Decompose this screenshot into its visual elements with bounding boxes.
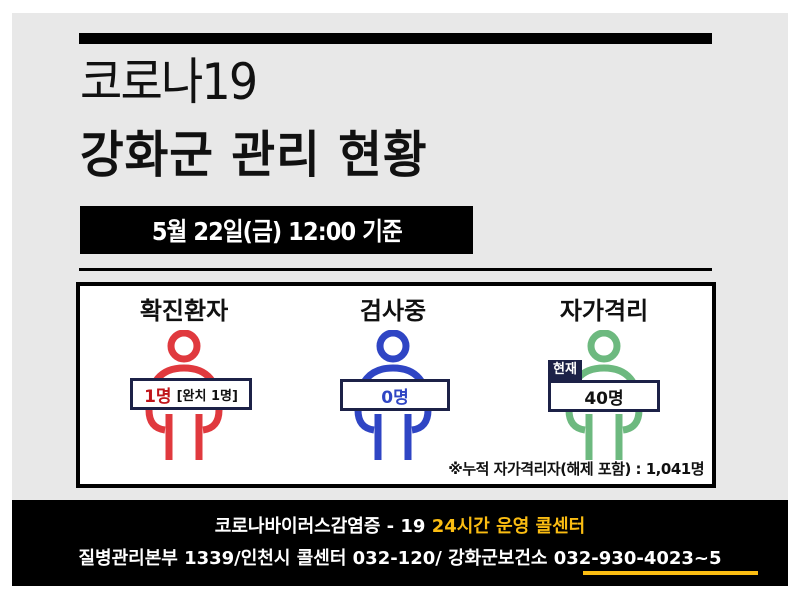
value-sign: 0명 [340,379,450,411]
footer-phone: 032-930-4023~5 [553,548,722,569]
stat-sub-value: [완치 1명] [176,388,238,404]
footer-line1-accent: 24시간 운영 콜센터 [431,516,586,537]
stat-label: 자가격리 [559,297,649,325]
stat-value: 40명 [584,388,624,409]
current-tag: 현재 [548,360,582,380]
value-sign: 1명 [완치 1명] [130,378,252,410]
cumulative-note: ※누적 자가격리자(해제 포함) : 1,041명 [448,460,704,478]
stat-label: 검사중 [359,297,427,325]
divider [79,268,712,271]
value-sign: 40명 [548,380,660,412]
footer-line2-text: 질병관리본부 1339/인천시 콜센터 032-120/ 강화군보건소 [78,548,554,569]
stats-panel: 확진환자 1명 [완치 1명] 검사중 0명 자가격리 [76,282,716,488]
stat-value: 0명 [381,387,409,408]
stat-confirmed: 확진환자 1명 [완치 1명] [84,286,284,460]
phone-underline [583,571,758,575]
footer-line2: 질병관리본부 1339/인천시 콜센터 032-120/ 강화군보건소 032-… [12,544,788,570]
date-banner: 5월 22일(금) 12:00 기준 [80,206,473,254]
stat-testing: 검사중 0명 [293,286,493,460]
stat-label: 확진환자 [139,297,229,325]
page-title-line2: 강화군 관리 현황 [80,126,428,184]
stat-quarantine: 자가격리 현재 40명 [504,286,704,460]
top-decorative-bar [79,33,712,44]
stat-value: 1명 [144,386,172,407]
footer-line1: 코로나바이러스감염증 - 19 24시간 운영 콜센터 [12,512,788,538]
footer-line1-text: 코로나바이러스감염증 - 19 [214,516,432,537]
page-title-line1: 코로나19 [80,53,258,111]
footer-banner: 코로나바이러스감염증 - 19 24시간 운영 콜센터 질병관리본부 1339/… [12,500,788,586]
date-label: 5월 22일(금) 12:00 기준 [151,217,403,246]
